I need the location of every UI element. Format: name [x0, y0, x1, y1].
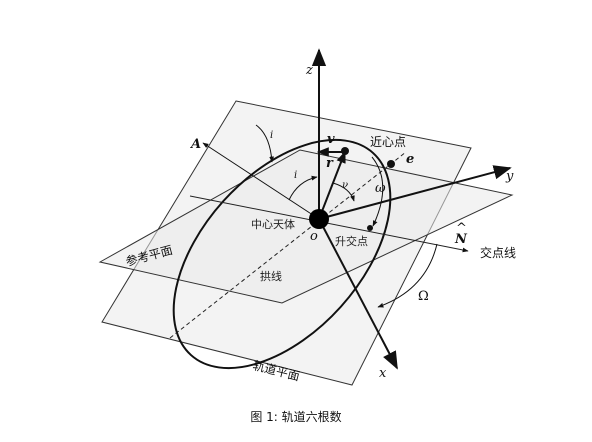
figure-caption: 图 1: 轨道六根数	[250, 410, 342, 424]
origin-label: o	[310, 229, 318, 244]
y-label: y	[505, 169, 514, 184]
true-anomaly-label: ν	[342, 180, 348, 191]
raan-arc	[377, 243, 438, 308]
y-axis	[318, 165, 512, 220]
ascending-node-point	[367, 225, 373, 231]
reference-plane	[98, 149, 514, 304]
ascending-node-label: 升交点	[335, 234, 368, 248]
inclination-label-top: i	[270, 130, 273, 141]
line-of-nodes	[189, 195, 469, 253]
v-label: v	[327, 132, 335, 147]
orbit-ellipse	[172, 138, 392, 370]
x-label: x	[379, 366, 387, 381]
arg-periapsis-label: ω	[375, 181, 386, 196]
inclination-arc-top	[255, 124, 274, 163]
raan-label: Ω	[418, 289, 429, 304]
line-of-apsides-label: 拱线	[260, 269, 282, 283]
periapsis-label: 近心点	[370, 135, 406, 149]
satellite-point	[341, 147, 349, 155]
r-label: r	[326, 156, 334, 171]
line-of-apsides	[169, 151, 407, 339]
r-vector	[318, 150, 346, 220]
inclination-arc-inner	[288, 175, 318, 201]
N-hat-label: ^	[456, 221, 467, 236]
A-vector	[202, 142, 320, 220]
line-of-nodes-label: 交点线	[480, 245, 516, 260]
periapsis-point	[387, 160, 395, 168]
central-body	[309, 209, 329, 229]
N-label: N	[454, 232, 468, 247]
x-axis	[318, 218, 398, 370]
z-label: z	[305, 63, 313, 78]
e-label: e	[406, 152, 414, 167]
inclination-label-inner: i	[294, 170, 297, 181]
A-label: A	[189, 137, 201, 152]
true-anomaly-arc	[332, 182, 355, 202]
central-body-label: 中心天体	[251, 217, 295, 231]
arg-periapsis-arc	[371, 156, 384, 227]
